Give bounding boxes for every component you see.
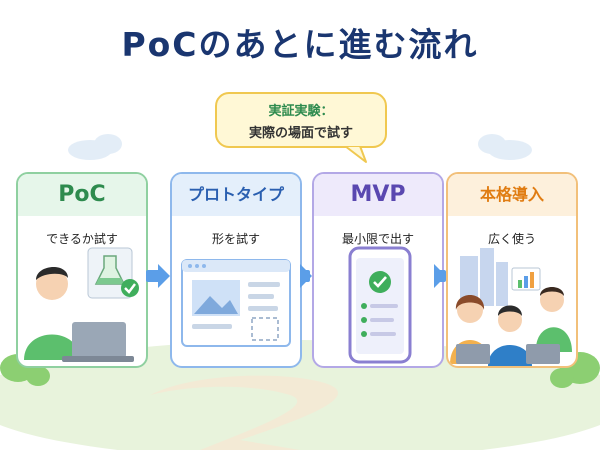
buildings-icon — [460, 248, 508, 306]
stage-title-rollout: 本格導入 — [448, 174, 576, 216]
checklist-icon — [361, 303, 398, 337]
chart-board-icon — [511, 267, 541, 291]
cloud-left — [68, 134, 122, 160]
stage-subtitle-mvp: 最小限で出す — [341, 232, 414, 246]
dirt-path — [150, 375, 338, 450]
check-badge-icon — [121, 279, 139, 297]
check-circle-icon — [369, 271, 391, 293]
page-title: PoCのあとに進む流れ — [121, 25, 479, 64]
laptop-icon — [456, 344, 560, 364]
stage-subtitle-prototype: 形を試す — [211, 232, 260, 246]
person-boy-avatar — [488, 305, 532, 366]
poc-illustration — [24, 247, 139, 362]
prototype-illustration — [181, 259, 291, 347]
laptop-icon — [62, 322, 134, 362]
stage-subtitle-rollout: 広く使う — [487, 232, 536, 246]
stage-card-mvp: MVP 最小限で出す — [312, 172, 444, 368]
mvp-illustration — [348, 246, 412, 364]
stage-card-prototype: プロトタイプ 形を試す — [170, 172, 302, 368]
callout-text: 実際の場面で試す — [248, 126, 353, 141]
stage-subtitle-poc: できるか試す — [46, 232, 118, 246]
callout-heading: 実証実験： — [268, 104, 334, 119]
rollout-illustration — [450, 248, 572, 366]
flask-icon — [87, 247, 133, 299]
callout-bubble: 実証実験： 実際の場面で試す — [215, 92, 387, 148]
stage-card-poc: PoC できるか試す — [16, 172, 148, 368]
stage-title-poc: PoC — [18, 174, 146, 216]
person-avatar — [24, 266, 80, 360]
stage-title-mvp: MVP — [314, 174, 442, 216]
stage-card-rollout: 本格導入 広く使う — [446, 172, 578, 368]
cloud-right — [478, 134, 532, 160]
person-man-avatar — [535, 287, 572, 352]
left-bush — [0, 354, 50, 386]
wireframe-window-icon — [181, 259, 291, 347]
stage-title-prototype: プロトタイプ — [172, 174, 300, 216]
